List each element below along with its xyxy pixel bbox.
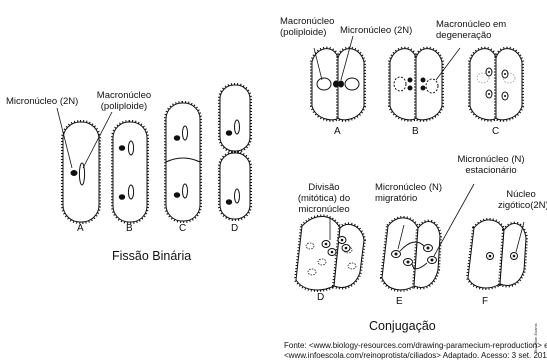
conjugation-pair-d (296, 216, 364, 289)
label-degenerating-macronucleus: Macronúcleo em degeneração (436, 19, 506, 41)
conjugation-stage-c-letter: C (492, 126, 499, 137)
caption-conjugation: Conjugação (369, 319, 436, 333)
conjugation-stage-a-letter: A (334, 126, 341, 137)
conjugation-pair-f (468, 220, 526, 288)
label-mitotic-division: Divisão (mitótica) do micronúcleo (288, 182, 360, 215)
conjugation-stage-d-letter: D (317, 292, 324, 303)
fission-stage-a-letter: A (77, 223, 84, 234)
conjugation-stage-e-letter: E (396, 296, 403, 307)
fission-stage-c-letter: C (179, 223, 186, 234)
fission-stage-d-letter: D (231, 223, 238, 234)
fission-stage-c-cell (166, 103, 200, 221)
source-line-2: <www.infoescola.com/reinoprotista/ciliad… (284, 351, 547, 361)
label-migratory-micronucleus: Micronúcleo (N) migratório (375, 182, 442, 204)
fission-stage-d-cells (220, 85, 250, 219)
caption-binary-fission: Fissão Binária (112, 249, 191, 263)
label-zygotic-nucleus: Núcleo zigótico(2N) (498, 189, 544, 211)
conjugation-pair-c (470, 49, 522, 120)
conjugation-pair-a (312, 36, 364, 120)
label-micronucleus-2n: Micronúcleo (2N) (340, 25, 412, 36)
source-line-1: Fonte: <www.biology-resources.com/drawin… (284, 341, 547, 351)
label-macronucleus-polyploid: Macronúcleo (poliploide) (280, 16, 334, 38)
fission-stage-b-cell (113, 122, 147, 222)
fission-stage-a-cell (63, 122, 99, 222)
label-macronucleus-polyploid: Macronúcleo (poliploide) (92, 90, 156, 112)
label-micronucleus-2n: Micronúcleo (2N) (6, 96, 78, 107)
conjugation-stage-b-letter: B (412, 126, 419, 137)
label-stationary-micronucleus: Micronúcleo (N) estacionário (452, 154, 530, 176)
conjugation-pair-b (390, 48, 460, 120)
fission-stage-b-letter: B (126, 223, 133, 234)
conjugation-stage-f-letter: F (482, 296, 488, 307)
